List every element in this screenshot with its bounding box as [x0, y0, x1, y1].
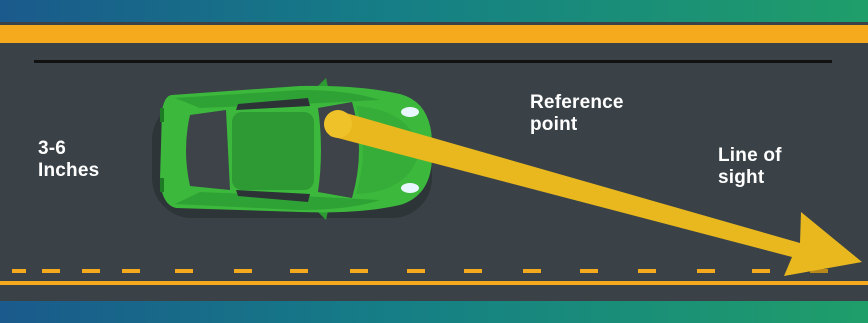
top-edge-line — [0, 25, 868, 43]
reference-point-marker — [324, 110, 352, 138]
curb-line — [34, 60, 832, 63]
lane-dashes — [12, 269, 828, 273]
distance-label: 3-6 Inches — [38, 138, 99, 182]
reference-point-label: Reference point — [530, 92, 624, 136]
bottom-edge-line — [0, 281, 868, 285]
line-of-sight-label: Line of sight — [718, 145, 782, 189]
